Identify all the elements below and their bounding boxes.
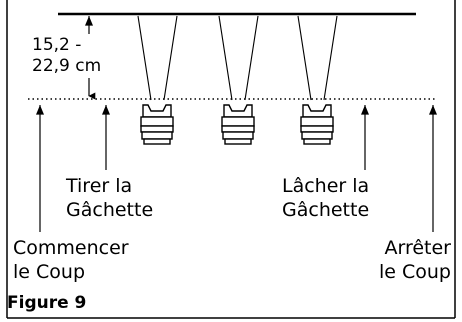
stop-stroke-line2: le Coup [378, 261, 451, 283]
stop-stroke-line1: Arrêter [384, 237, 451, 259]
spray-gun-icon-3 [300, 104, 334, 145]
start-stroke-label: Commencer le Coup [13, 236, 129, 284]
pull-trigger-line2: Gâchette [66, 199, 154, 221]
release-trigger-line1: Lâcher la [282, 175, 370, 197]
start-stroke-line1: Commencer [13, 237, 129, 259]
pull-trigger-label: Tirer la Gâchette [66, 174, 153, 222]
distance-label-line2: 22,9 cm [32, 56, 102, 76]
figure-caption: Figure 9 [7, 293, 87, 313]
pull-trigger-line1: Tirer la [66, 175, 133, 197]
spray-gun-icon-2 [221, 104, 255, 145]
distance-label: 15,2 - 22,9 cm [32, 35, 101, 77]
release-trigger-label: Lâcher la Gâchette [282, 174, 369, 222]
spray-cone-1 [137, 15, 178, 101]
stop-stroke-label: Arrêter le Coup [379, 236, 451, 284]
start-stroke-line2: le Coup [13, 261, 86, 283]
spray-cone-3 [297, 15, 338, 101]
distance-label-line1: 15,2 - [32, 35, 82, 55]
spray-cone-2 [218, 15, 259, 101]
release-trigger-line2: Gâchette [282, 199, 370, 221]
spray-gun-icon-1 [140, 104, 174, 145]
